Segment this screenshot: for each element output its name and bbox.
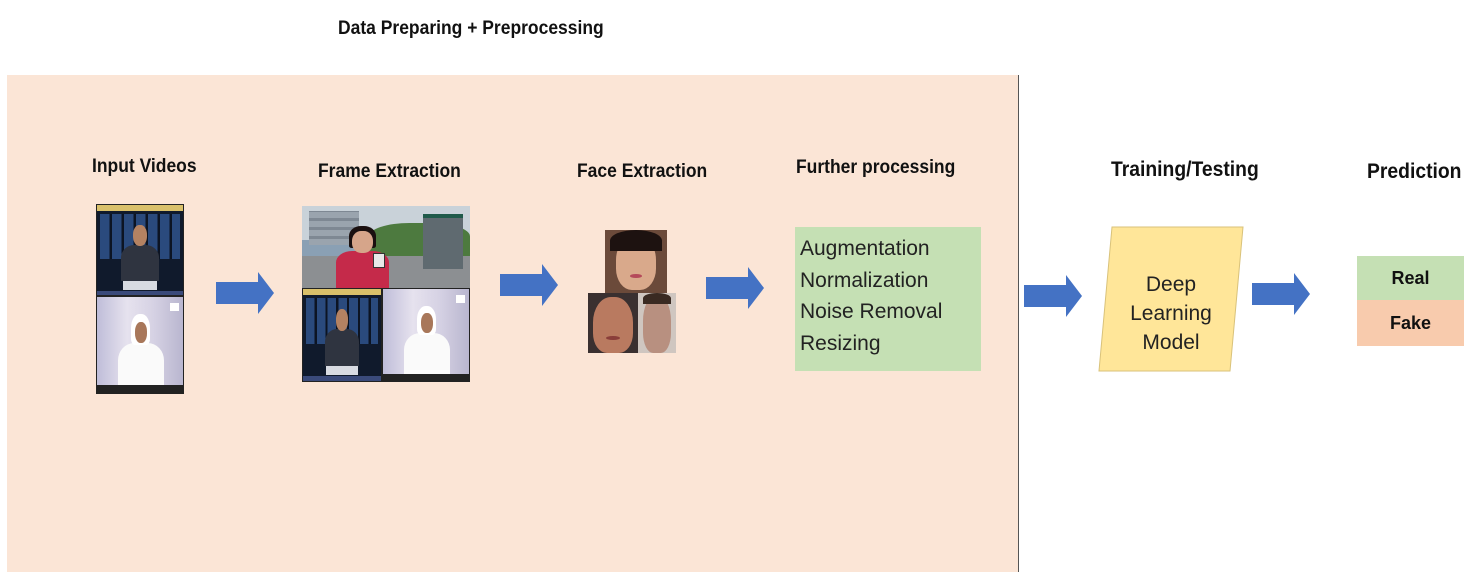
- arrow-model-to-prediction: [1252, 273, 1310, 315]
- input-video-thumbnail-anchor: [96, 296, 184, 394]
- step-resizing: Resizing: [800, 331, 881, 355]
- stage-face-extraction: Face Extraction: [577, 161, 708, 182]
- arrow-input-to-frames: [216, 272, 274, 314]
- face-crop-man-2: [638, 293, 676, 353]
- model-box: [1098, 226, 1244, 372]
- frame-thumbnail-anchor: [382, 288, 470, 382]
- arrow-frames-to-faces: [500, 264, 558, 306]
- arrow-processing-to-model: [1024, 275, 1082, 317]
- output-fake-label: Fake: [1389, 313, 1432, 333]
- model-label-line2: Model: [1142, 331, 1200, 354]
- face-crop-woman: [605, 230, 667, 293]
- model-label: Deep Learning Model: [1104, 270, 1238, 357]
- arrow-faces-to-processing: [706, 267, 764, 309]
- step-augmentation: Augmentation: [800, 237, 930, 260]
- stage-prediction: Prediction: [1367, 160, 1462, 183]
- model-label-line1: Deep Learning: [1130, 273, 1212, 325]
- step-normalization: Normalization: [800, 268, 929, 292]
- stage-frame-extraction: Frame Extraction: [318, 161, 461, 182]
- output-fake-box: Fake: [1357, 300, 1464, 346]
- step-noise-removal: Noise Removal: [800, 300, 943, 323]
- stage-training-testing: Training/Testing: [1111, 158, 1259, 181]
- stage-input-videos: Input Videos: [92, 156, 197, 177]
- diagram-title: Data Preparing + Preprocessing: [338, 18, 604, 39]
- frame-thumbnail-reporter: [302, 206, 470, 290]
- input-video-thumbnail-studio: [96, 204, 184, 296]
- stage-further-processing: Further processing: [796, 157, 956, 178]
- output-real-box: Real: [1357, 256, 1464, 300]
- output-real-label: Real: [1391, 268, 1430, 288]
- frame-thumbnail-studio: [302, 288, 382, 382]
- face-crop-man-1: [588, 293, 638, 353]
- processing-steps-box: Augmentation Normalization Noise Removal…: [795, 227, 981, 371]
